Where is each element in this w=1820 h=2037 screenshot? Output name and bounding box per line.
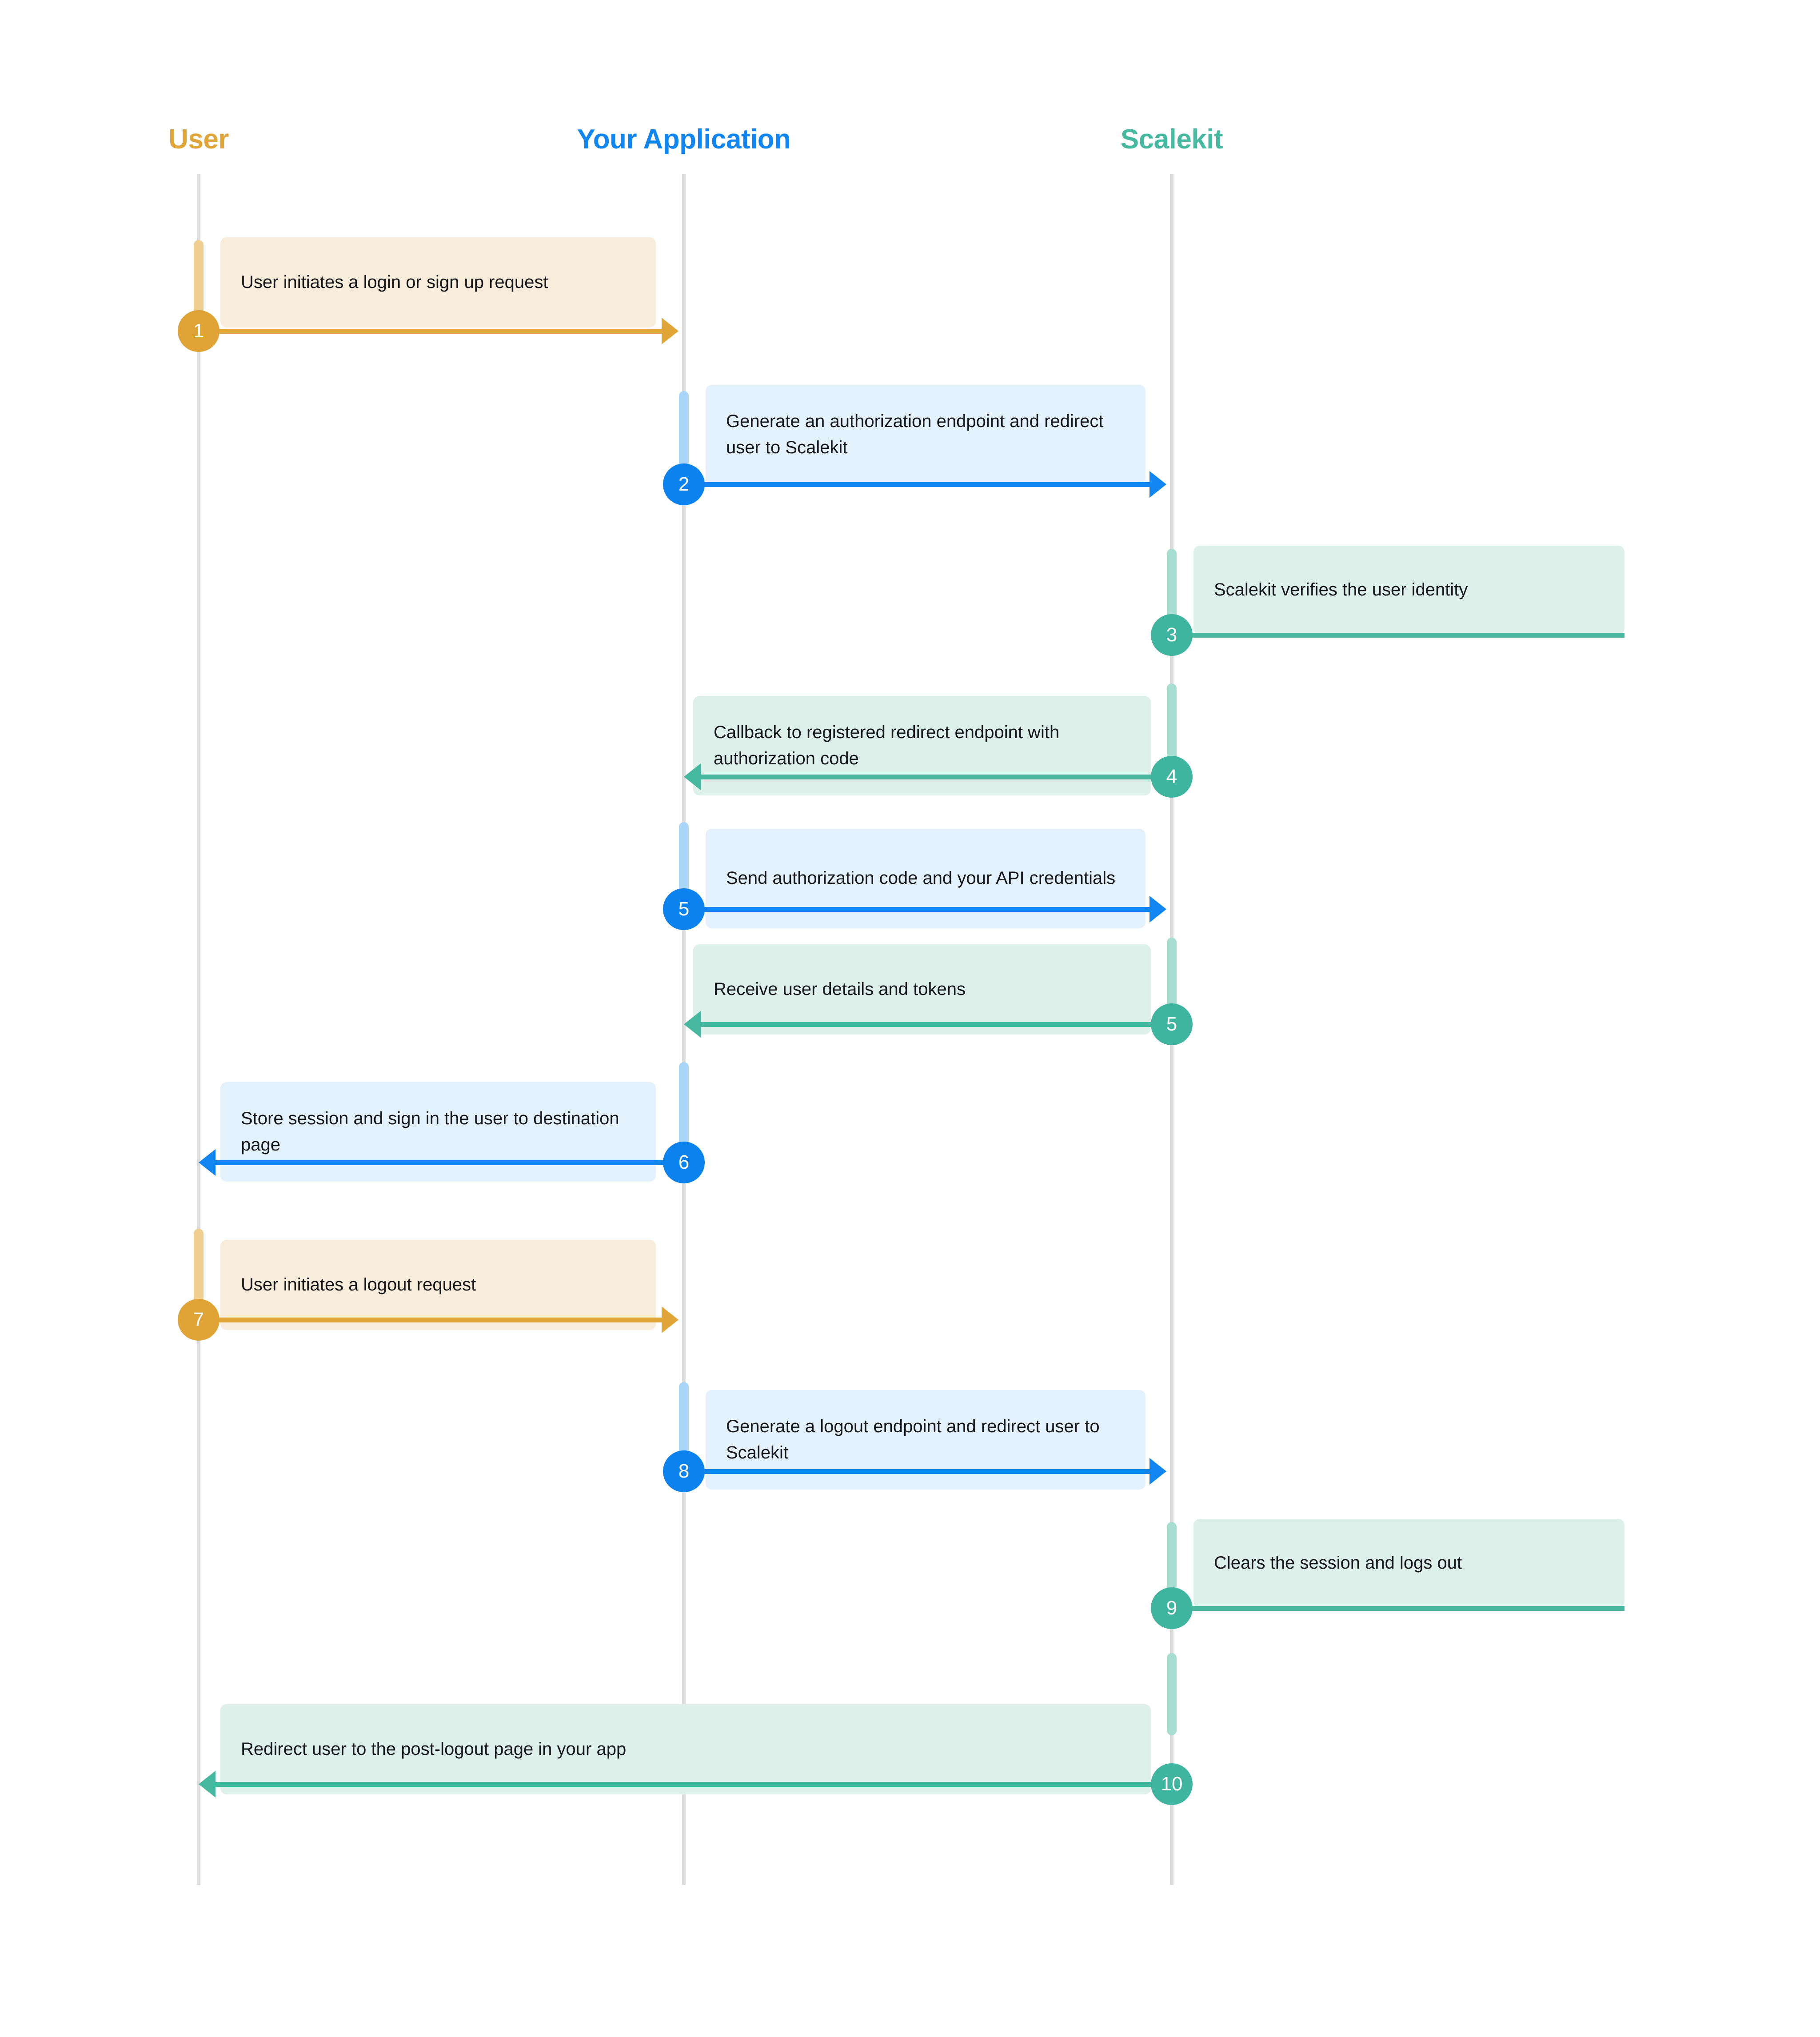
activation-bar-app-step-8: [679, 1382, 689, 1466]
message-line-step-3: [1172, 633, 1624, 638]
message-text-step-8: Generate a logout endpoint and redirect …: [726, 1416, 1100, 1462]
step-badge-7[interactable]: 7: [178, 1299, 220, 1341]
step-badge-9[interactable]: 9: [1151, 1587, 1193, 1629]
arrowhead-right-icon-step-7: [662, 1306, 679, 1333]
activation-bar-scalekit-step-10: [1167, 1653, 1177, 1735]
message-text-step-9: Clears the session and logs out: [1214, 1553, 1462, 1573]
arrowhead-left-icon-step-5-receive: [684, 1011, 701, 1038]
message-box-step-5-send: Send authorization code and your API cre…: [706, 829, 1145, 928]
arrowhead-right-icon-step-1: [662, 318, 679, 344]
actor-header-scalekit: Scalekit: [1120, 124, 1223, 155]
message-line-step-10: [216, 1782, 1172, 1787]
message-box-step-5-receive: Receive user details and tokens: [693, 944, 1151, 1034]
message-text-step-7: User initiates a logout request: [241, 1274, 476, 1294]
message-line-step-9: [1172, 1606, 1624, 1611]
arrowhead-right-icon-step-5-send: [1149, 896, 1166, 923]
step-badge-8[interactable]: 8: [663, 1450, 705, 1492]
arrowhead-right-icon-step-8: [1149, 1458, 1166, 1485]
arrowhead-left-icon-step-10: [199, 1771, 216, 1797]
step-badge-10[interactable]: 10: [1151, 1763, 1193, 1805]
activation-bar-scalekit-step-9: [1167, 1522, 1177, 1606]
message-text-step-1: User initiates a login or sign up reques…: [241, 272, 548, 292]
message-line-step-1: [199, 329, 662, 334]
arrowhead-left-icon-step-4: [684, 763, 701, 790]
message-text-step-2: Generate an authorization endpoint and r…: [726, 411, 1104, 457]
message-line-step-6: [216, 1160, 684, 1165]
message-text-step-3: Scalekit verifies the user identity: [1214, 580, 1468, 600]
activation-bar-app-step-2: [679, 391, 689, 475]
activation-bar-scalekit-step-3: [1167, 549, 1177, 633]
message-line-step-4: [701, 775, 1172, 779]
message-line-step-8: [684, 1469, 1149, 1474]
actor-header-your-application: Your Application: [577, 124, 791, 155]
actor-header-user: User: [168, 124, 229, 155]
activation-bar-app-step-6: [679, 1062, 689, 1146]
lifeline-user: [197, 174, 200, 1885]
message-box-step-8: Generate a logout endpoint and redirect …: [706, 1390, 1145, 1490]
message-box-step-9: Clears the session and logs out: [1193, 1519, 1624, 1608]
arrowhead-right-icon-step-2: [1149, 471, 1166, 498]
message-box-step-6: Store session and sign in the user to de…: [220, 1082, 656, 1182]
step-badge-1[interactable]: 1: [178, 310, 220, 352]
activation-bar-user-step-7: [194, 1229, 204, 1311]
step-badge-4[interactable]: 4: [1151, 756, 1193, 798]
message-box-step-3: Scalekit verifies the user identity: [1193, 546, 1624, 635]
message-text-step-5-send: Send authorization code and your API cre…: [726, 868, 1116, 888]
message-line-step-5-send: [684, 907, 1149, 912]
step-badge-3[interactable]: 3: [1151, 614, 1193, 656]
message-text-step-4: Callback to registered redirect endpoint…: [714, 722, 1060, 768]
step-badge-2[interactable]: 2: [663, 463, 705, 505]
message-box-step-10: Redirect user to the post-logout page in…: [220, 1704, 1151, 1794]
message-box-step-7: User initiates a logout request: [220, 1240, 656, 1330]
message-box-step-4: Callback to registered redirect endpoint…: [693, 696, 1151, 795]
step-badge-6[interactable]: 6: [663, 1142, 705, 1183]
message-line-step-2: [684, 482, 1149, 487]
message-text-step-5-receive: Receive user details and tokens: [714, 979, 966, 999]
step-badge-5-send[interactable]: 5: [663, 888, 705, 930]
activation-bar-scalekit-step-4: [1167, 683, 1177, 768]
message-text-step-6: Store session and sign in the user to de…: [241, 1108, 619, 1154]
activation-bar-user-step-1: [194, 240, 204, 322]
activation-bar-app-step-5-send: [679, 822, 689, 907]
step-badge-5-receive[interactable]: 5: [1151, 1003, 1193, 1045]
arrowhead-left-icon-step-6: [199, 1149, 216, 1176]
message-box-step-2: Generate an authorization endpoint and r…: [706, 385, 1145, 484]
message-line-step-7: [199, 1318, 662, 1322]
message-line-step-5-receive: [701, 1022, 1172, 1027]
message-box-step-1: User initiates a login or sign up reques…: [220, 237, 656, 328]
message-text-step-10: Redirect user to the post-logout page in…: [241, 1739, 627, 1759]
activation-bar-scalekit-step-5-receive: [1167, 938, 1177, 1020]
